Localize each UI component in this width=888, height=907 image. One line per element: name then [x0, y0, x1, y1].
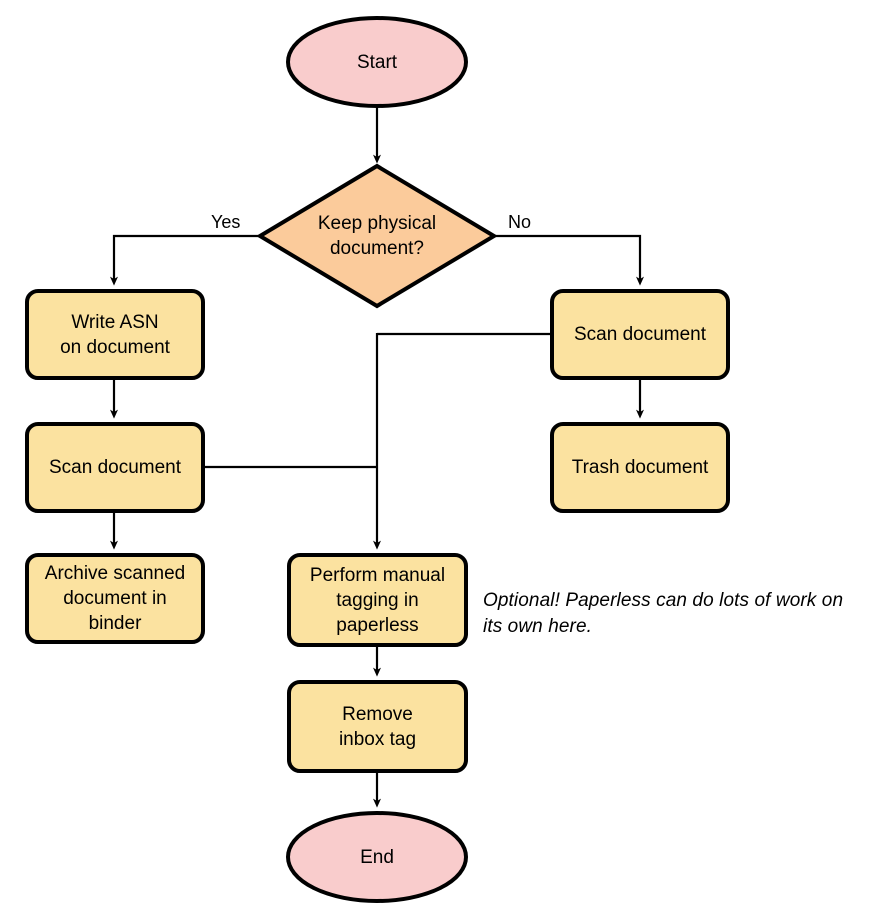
scan-document-left-node-hit-target[interactable] — [27, 424, 203, 511]
annotation-optional-note: Optional! Paperless can do lots of work … — [483, 590, 844, 637]
node-scan-document-right[interactable] — [550, 289, 730, 380]
scan-document-right-node-hit-target[interactable] — [552, 291, 728, 378]
end-node-hit-target[interactable] — [288, 813, 466, 901]
node-remove-inbox-tag[interactable] — [287, 680, 468, 773]
start-node-hit-target[interactable] — [288, 18, 466, 106]
perform-manual-tagging-node-hit-target[interactable] — [289, 555, 466, 645]
node-trash-document[interactable] — [550, 422, 730, 513]
node-write-asn[interactable] — [25, 289, 205, 380]
archive-node-hit-target[interactable] — [27, 555, 203, 642]
node-archive-scanned-document[interactable] — [25, 553, 205, 644]
edge-label-yes: Yes — [211, 212, 241, 232]
node-end[interactable] — [286, 811, 468, 903]
node-perform-manual-tagging[interactable] — [287, 553, 468, 647]
node-decision-keep-physical[interactable] — [256, 163, 498, 309]
edge-decision-no-to-scan-right — [494, 234, 644, 286]
node-start[interactable] — [286, 16, 468, 108]
node-layer — [25, 16, 730, 903]
decision-node-hit-target[interactable] — [260, 166, 494, 306]
write-asn-node-hit-target[interactable] — [27, 291, 203, 378]
edge-decision-yes-to-write-asn — [110, 234, 260, 286]
connector-layer — [110, 107, 644, 808]
node-scan-document-left[interactable] — [25, 422, 205, 513]
edge-label-no: No — [508, 212, 532, 232]
remove-inbox-tag-node-hit-target[interactable] — [289, 682, 466, 771]
trash-document-node-hit-target[interactable] — [552, 424, 728, 511]
